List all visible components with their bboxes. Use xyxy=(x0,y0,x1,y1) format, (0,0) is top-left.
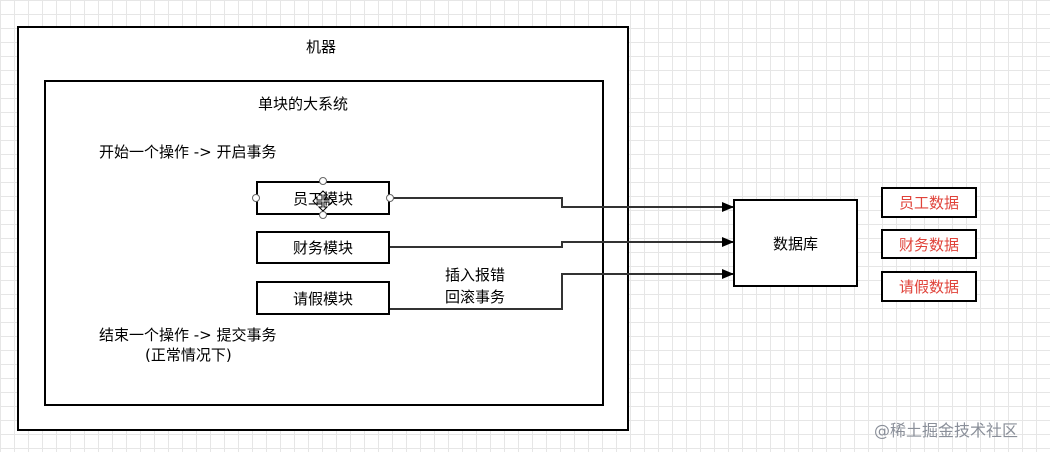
rollback-note-line2: 回滚事务 xyxy=(445,288,506,306)
move-cursor-icon xyxy=(312,190,334,212)
machine-label: 机器 xyxy=(306,38,337,56)
leave-data-box[interactable]: 请假数据 xyxy=(881,271,977,302)
leave-data-label: 请假数据 xyxy=(898,278,959,296)
leave-module-label: 请假模块 xyxy=(292,289,353,308)
database-label: 数据库 xyxy=(772,234,818,253)
finance-data-box[interactable]: 财务数据 xyxy=(881,229,977,259)
finance-data-label: 财务数据 xyxy=(898,235,959,254)
end-transaction-note-line1: 结束一个操作 -> 提交事务 xyxy=(99,326,277,344)
selection-handle-left[interactable] xyxy=(252,194,260,202)
rollback-note-line1: 插入报错 xyxy=(445,266,506,284)
selection-handle-top[interactable] xyxy=(319,177,327,185)
selection-handle-bottom[interactable] xyxy=(319,211,327,219)
selection-handle-right[interactable] xyxy=(386,194,394,202)
connector-leave-to-db xyxy=(390,269,734,310)
employee-data-label: 员工数据 xyxy=(898,194,959,212)
connector-employee-to-db xyxy=(390,197,734,212)
start-transaction-note: 开始一个操作 -> 开启事务 xyxy=(99,143,277,161)
connector-finance-to-db xyxy=(390,237,734,248)
employee-data-box[interactable]: 员工数据 xyxy=(881,187,977,218)
monolith-label: 单块的大系统 xyxy=(258,95,349,113)
database-box[interactable]: 数据库 xyxy=(733,199,858,287)
leave-module-box[interactable]: 请假模块 xyxy=(256,281,390,315)
end-transaction-note-line2: (正常情况下) xyxy=(145,346,232,364)
finance-module-box[interactable]: 财务模块 xyxy=(256,231,390,264)
finance-module-label: 财务模块 xyxy=(292,239,353,257)
monolith-container xyxy=(44,80,604,406)
watermark: @稀土掘金技术社区 xyxy=(874,421,1019,440)
